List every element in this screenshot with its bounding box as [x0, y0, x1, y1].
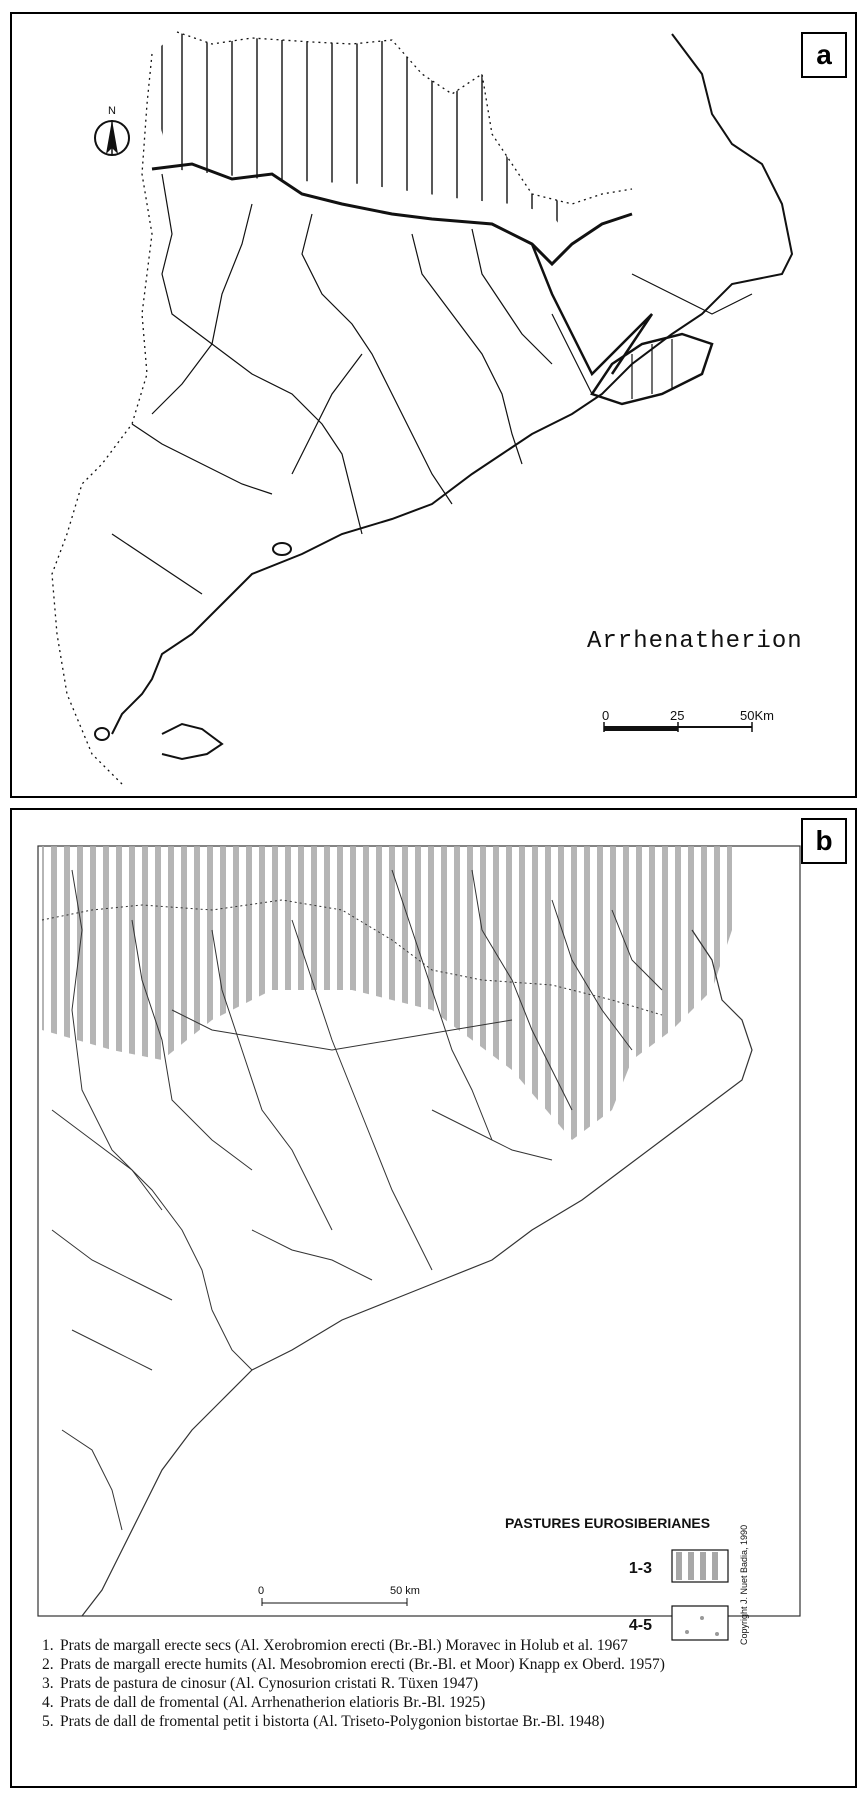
thick-boundary-2: [530, 243, 654, 377]
map-b-svg: PASTURES EUROSIBERIANES 1-3 4-5 Copyrigh…: [37, 845, 801, 1645]
caption-item-4: 4.Prats de dall de fromental (Al. Arrhen…: [42, 1694, 486, 1711]
copyright: Copyright J. Nuet Badia, 1990: [739, 1525, 749, 1645]
isolated-patch-1: [272, 542, 292, 556]
legend-label-1-3: 1-3: [629, 1560, 652, 1577]
rivers-b: [51, 869, 663, 1531]
map-title-a: Arrhenatherion: [587, 628, 803, 655]
caption-item-5: 5.Prats de dall de fromental petit i bis…: [42, 1713, 605, 1730]
coastline-b: [81, 929, 753, 1617]
delta: [161, 722, 224, 761]
caption-item-3: 3.Prats de pastura de cinosur (Al. Cynos…: [42, 1675, 479, 1692]
caption-list: 1.Prats de margall erecte secs (Al. Xero…: [42, 1636, 842, 1731]
scale-tick-50: 50Km: [740, 708, 774, 723]
scale-tick-0: 0: [602, 708, 609, 723]
enclosed-area-east: [590, 332, 714, 406]
thick-boundary: [151, 162, 633, 267]
legend-label-4-5: 4-5: [629, 1617, 652, 1634]
north-label: N: [108, 105, 116, 117]
north-arrow: [94, 120, 130, 156]
isolated-patch-2: [94, 727, 110, 741]
scale-bar-b: [261, 1598, 408, 1606]
legend-title: PASTURES EUROSIBERIANES: [505, 1515, 710, 1531]
border-dotted-west: [51, 53, 153, 785]
scale-b-tick-50: 50 km: [390, 1585, 420, 1597]
scale-b-tick-0: 0: [258, 1585, 264, 1597]
coastline: [111, 33, 794, 735]
legend-swatch-stripes: [671, 1549, 729, 1583]
striped-region-a: [161, 32, 558, 254]
legend-swatch-dots: [671, 1605, 729, 1641]
scale-tick-25: 25: [670, 708, 684, 723]
rivers-a: [111, 173, 753, 595]
map-a-svg: N Arrhenatherion 0 25 50Km: [51, 31, 803, 785]
striped-region-b: [42, 846, 732, 1140]
panel-label-a: a: [801, 32, 847, 78]
map-panel-a: a: [10, 12, 857, 798]
caption-item-1: 1.Prats de margall erecte secs (Al. Xero…: [42, 1637, 628, 1654]
map-panel-b: b: [10, 808, 857, 1788]
panel-label-b: b: [801, 818, 847, 864]
scale-bar-a: [603, 722, 753, 732]
enclosed-stripes: [631, 339, 673, 399]
border-dotted-north: [176, 31, 633, 205]
caption-item-2: 2.Prats de margall erecte humits (Al. Me…: [42, 1656, 665, 1673]
